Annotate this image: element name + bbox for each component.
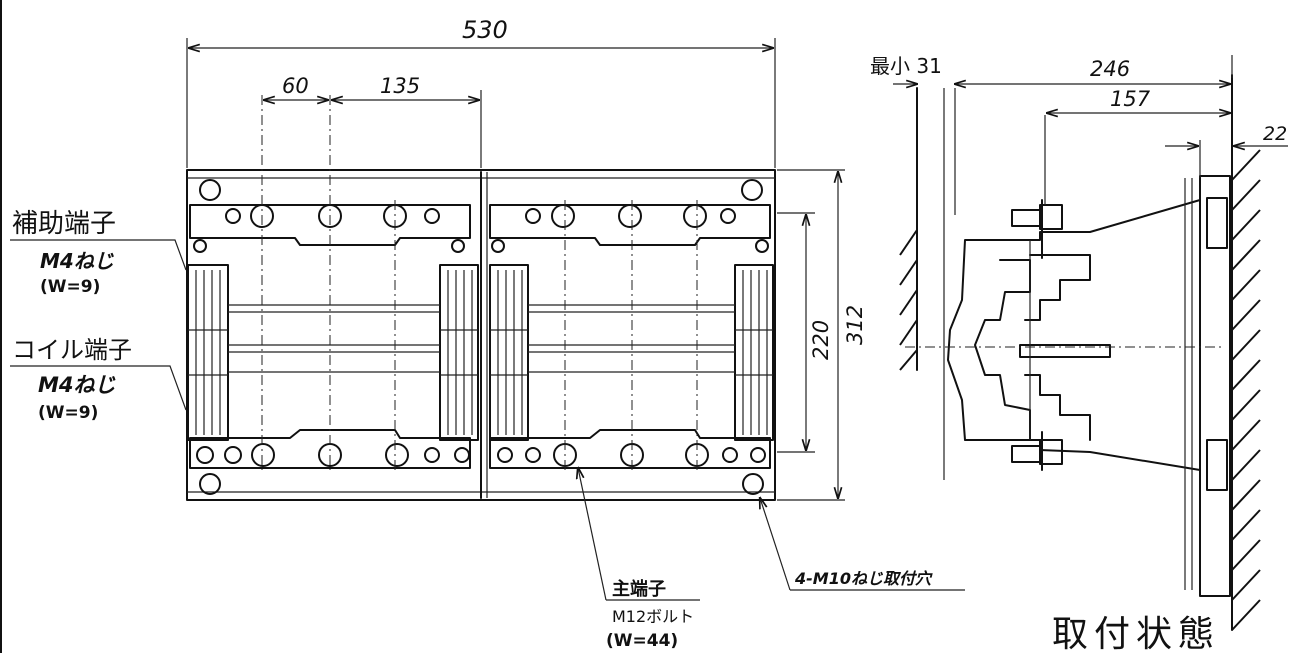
dim-246: 246 xyxy=(1090,57,1130,81)
label-coil-terminal: コイル端子 xyxy=(12,336,132,364)
label-aux-terminal: 補助端子 xyxy=(12,209,116,239)
label-main-terminal: 主端子 xyxy=(612,578,666,600)
label-aux-w: (W=9) xyxy=(40,277,100,297)
label-coil-w: (W=9) xyxy=(38,403,98,423)
side-view xyxy=(899,55,1261,631)
bottom-bar-left xyxy=(189,429,471,469)
dim-60: 60 xyxy=(282,74,309,98)
front-view xyxy=(186,38,776,501)
caption-mounting-state: 取付状態 xyxy=(1052,614,1220,653)
label-mount-holes: 4-M10ねじ取付穴 xyxy=(794,569,933,588)
wall-hatching xyxy=(1231,149,1261,631)
dim-530: 530 xyxy=(462,16,508,44)
contactor-body xyxy=(947,199,1201,471)
label-main-w: (W=44) xyxy=(606,631,678,651)
dimension-lines-side xyxy=(893,84,1288,146)
top-bar-right xyxy=(489,204,771,246)
mounting-plate xyxy=(1199,175,1231,597)
coil-stack-mid-right xyxy=(489,264,529,441)
leader-lines-front xyxy=(10,239,965,601)
label-coil-screw: M4ねじ xyxy=(38,373,117,397)
dim-312: 312 xyxy=(843,305,867,345)
top-bolts xyxy=(193,179,769,253)
dim-220: 220 xyxy=(809,320,833,360)
dim-157: 157 xyxy=(1110,87,1151,111)
coil-stack-left xyxy=(187,264,229,441)
dim-22: 22 xyxy=(1263,123,1287,145)
coil-stack-right xyxy=(734,264,774,441)
dim-135: 135 xyxy=(380,74,420,98)
label-aux-screw: M4ねじ xyxy=(40,249,115,273)
coil-stack-mid-left xyxy=(439,264,479,441)
label-main-bolt: M12ボルト xyxy=(612,607,694,626)
dim-min-31: 最小 31 xyxy=(870,54,942,78)
dimension-lines-front xyxy=(189,48,845,501)
